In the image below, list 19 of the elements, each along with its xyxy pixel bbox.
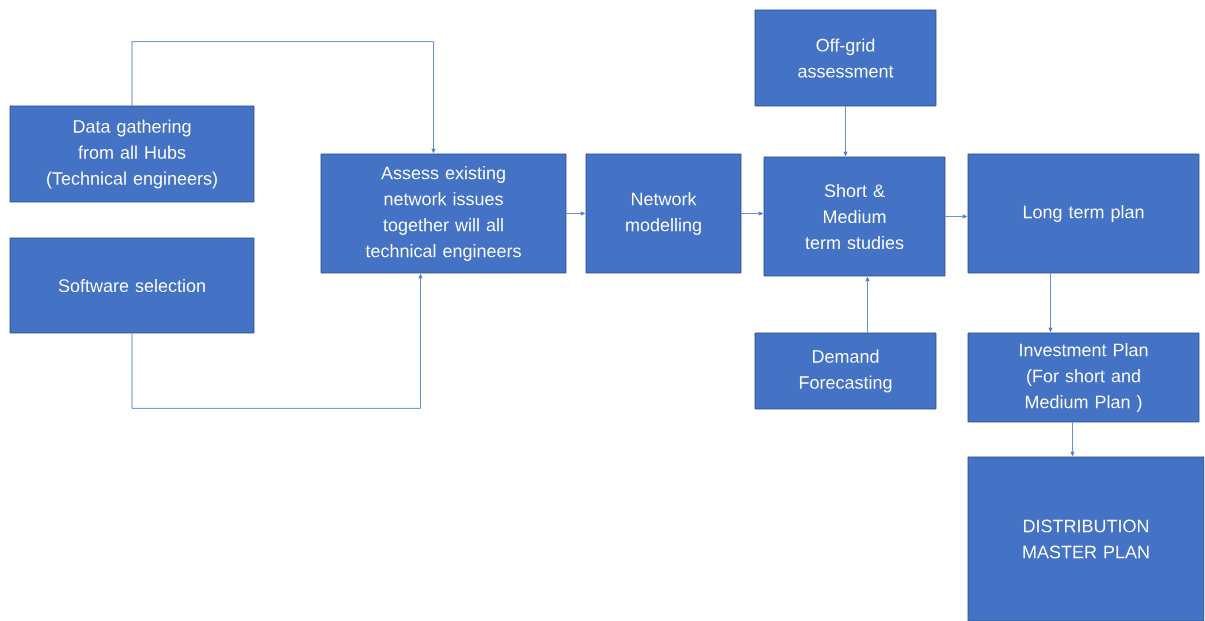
arrow [865, 277, 870, 333]
arrow [1070, 422, 1075, 456]
arrow [131, 41, 436, 153]
arrow [945, 214, 967, 219]
process-box: Assess existing network issues together will all technical engineers [320, 153, 567, 274]
process-box: DISTRIBUTION MASTER PLAN [967, 456, 1205, 621]
arrow [131, 274, 423, 409]
arrow [843, 106, 848, 156]
arrow [1048, 273, 1053, 332]
process-box: Off-grid assessment [754, 9, 937, 107]
arrow [566, 211, 585, 216]
process-box: Data gathering from all Hubs (Technical engineers) [9, 105, 255, 203]
process-box: Long term plan [967, 153, 1200, 274]
process-box: Network modelling [585, 153, 742, 274]
process-box: Demand Forecasting [754, 332, 937, 410]
arrow [741, 211, 763, 216]
process-box: Investment Plan (For short and Medium Plan ) [967, 332, 1200, 423]
process-box: Software selection [9, 237, 255, 334]
process-box: Short & Medium term studies [763, 156, 946, 277]
